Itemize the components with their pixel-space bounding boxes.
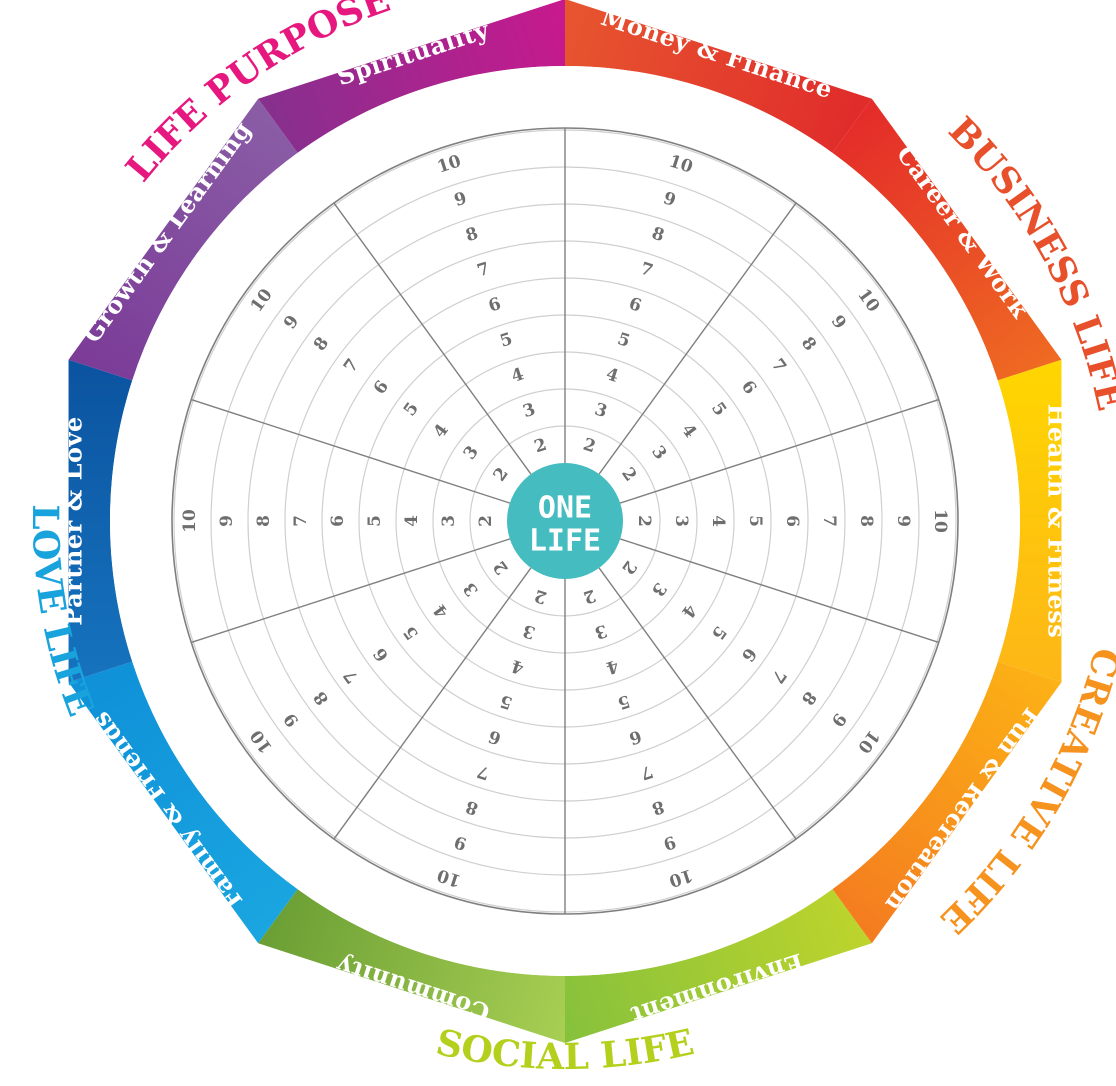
score-number: 8 <box>254 515 274 527</box>
score-number: 7 <box>638 761 655 784</box>
score-number: 3 <box>439 515 459 527</box>
wheel-spokes <box>191 128 939 914</box>
score-number: 2 <box>581 585 598 608</box>
wheel-spoke <box>598 567 797 840</box>
score-number: 2 <box>581 435 598 458</box>
segment-fun <box>832 661 1062 944</box>
score-number: 9 <box>661 831 678 854</box>
score-number: 5 <box>365 515 385 527</box>
score-number: 2 <box>532 585 549 608</box>
score-number: 6 <box>626 725 643 748</box>
score-number: 7 <box>475 761 492 784</box>
score-number: 3 <box>592 399 609 422</box>
score-number: 4 <box>402 515 422 527</box>
score-number: 7 <box>638 259 655 282</box>
score-number: 2 <box>476 515 496 527</box>
score-number: 10 <box>930 509 950 533</box>
wheel-spoke <box>191 398 511 504</box>
segment-family <box>68 661 298 944</box>
score-number: 3 <box>520 399 537 422</box>
score-number: 9 <box>893 515 913 527</box>
center-text-life: LIFE <box>529 524 601 559</box>
score-number: 5 <box>498 690 515 713</box>
score-number: 8 <box>649 224 666 247</box>
score-number: 6 <box>328 515 348 527</box>
segment-money <box>565 0 872 153</box>
score-number: 6 <box>626 294 643 317</box>
segment-label-health: Health & Fitness <box>1043 404 1072 639</box>
score-number: 8 <box>463 224 480 247</box>
score-number: 6 <box>486 294 503 317</box>
category-segments <box>68 0 1062 1043</box>
wheel-spoke <box>619 538 939 644</box>
segment-community <box>258 889 565 1043</box>
score-number: 8 <box>856 515 876 527</box>
score-number: 5 <box>498 329 515 352</box>
score-number: 3 <box>520 620 537 643</box>
wheel-spoke <box>598 202 797 475</box>
score-number: 5 <box>615 690 632 713</box>
score-number: 5 <box>615 329 632 352</box>
center-circle <box>507 463 623 579</box>
segment-label-partner: Partner & Love <box>59 416 88 626</box>
wheel-spoke <box>191 538 511 644</box>
wheel-spoke <box>619 398 939 504</box>
score-number: 9 <box>452 188 469 211</box>
score-number: 9 <box>217 515 237 527</box>
score-number: 7 <box>819 515 839 527</box>
score-number: 9 <box>452 831 469 854</box>
center-badge: ONE LIFE <box>507 463 623 579</box>
center-text-one: ONE <box>538 491 592 526</box>
score-number: 5 <box>745 515 765 527</box>
score-number: 2 <box>532 435 549 458</box>
wheel-spoke <box>333 202 532 475</box>
segment-environment <box>565 889 872 1043</box>
score-number: 8 <box>649 796 666 819</box>
score-number: 6 <box>782 515 802 527</box>
score-number: 7 <box>475 259 492 282</box>
segment-growth <box>68 98 298 381</box>
wheel-spoke <box>333 567 532 840</box>
score-number: 10 <box>180 509 200 533</box>
score-number: 3 <box>592 620 609 643</box>
score-number: 7 <box>291 515 311 527</box>
score-number: 6 <box>486 725 503 748</box>
score-number: 3 <box>671 515 691 527</box>
score-number: 2 <box>634 515 654 527</box>
segment-health <box>997 359 1062 683</box>
score-number: 9 <box>661 188 678 211</box>
score-number: 4 <box>708 515 728 527</box>
segment-career <box>832 98 1062 381</box>
score-number: 8 <box>463 796 480 819</box>
segment-spirit <box>258 0 565 153</box>
segment-partner <box>68 359 133 683</box>
